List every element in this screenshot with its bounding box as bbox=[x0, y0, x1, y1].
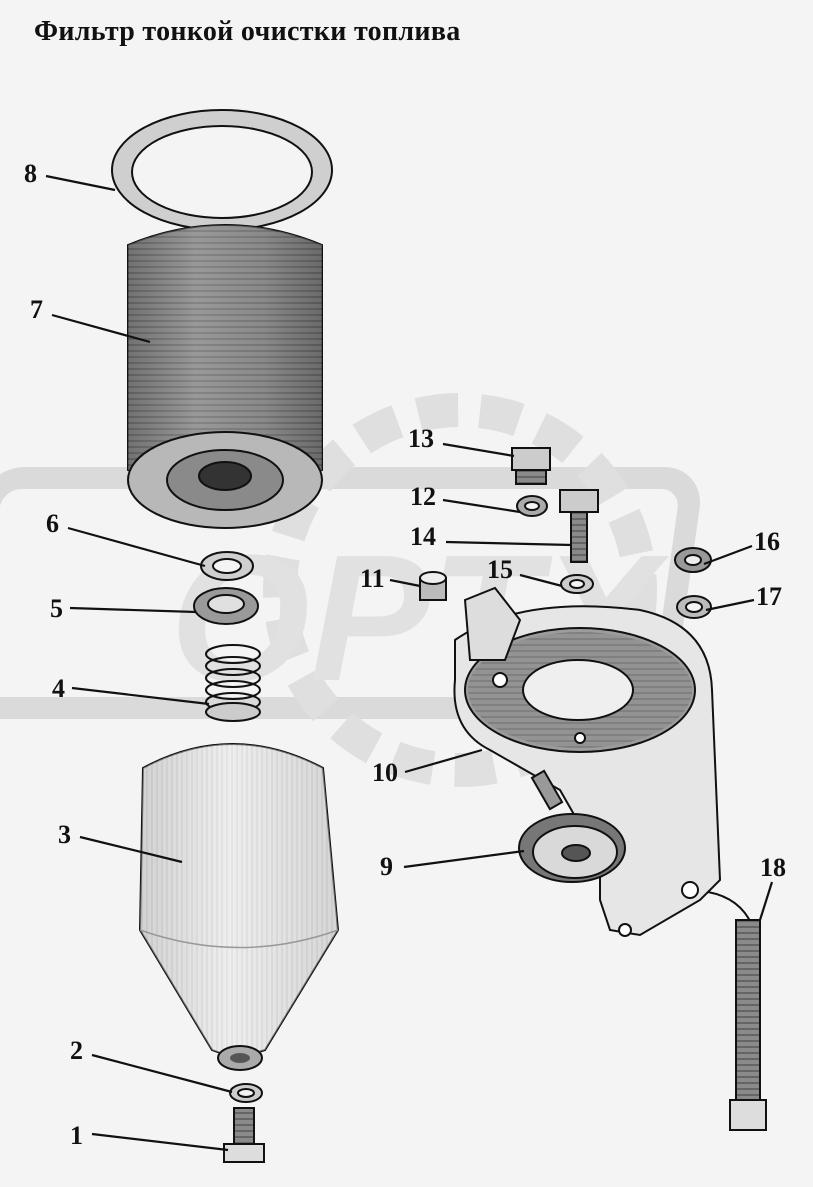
label-part-10: 10 bbox=[372, 758, 398, 787]
label-part-14: 14 bbox=[410, 522, 436, 551]
part-labels: 8 7 6 5 4 3 2 1 9 10 11 12 13 14 15 16 1… bbox=[24, 159, 786, 1150]
part-5-spring-seat bbox=[193, 587, 259, 625]
label-part-8: 8 bbox=[24, 159, 37, 188]
label-part-12: 12 bbox=[410, 482, 436, 511]
page-title: Фильтр тонкой очистки топлива bbox=[34, 16, 461, 47]
part-13-bolt bbox=[511, 447, 551, 485]
label-part-7: 7 bbox=[30, 295, 43, 324]
label-part-13: 13 bbox=[408, 424, 434, 453]
label-part-17: 17 bbox=[756, 582, 782, 611]
part-4-spring bbox=[205, 644, 261, 722]
part-16-nut bbox=[674, 547, 712, 573]
part-2-washer bbox=[229, 1083, 263, 1103]
part-15-washer bbox=[560, 574, 594, 594]
part-7-filter-element bbox=[127, 224, 323, 529]
label-part-16: 16 bbox=[754, 527, 780, 556]
part-12-washer bbox=[516, 495, 548, 517]
label-part-6: 6 bbox=[46, 509, 59, 538]
label-part-18: 18 bbox=[760, 853, 786, 882]
label-part-5: 5 bbox=[50, 594, 63, 623]
label-part-11: 11 bbox=[360, 564, 385, 593]
label-part-3: 3 bbox=[58, 820, 71, 849]
label-part-1: 1 bbox=[70, 1121, 83, 1150]
part-11-plug bbox=[419, 571, 447, 601]
label-part-2: 2 bbox=[70, 1036, 83, 1065]
part-9-outlet-flange bbox=[518, 813, 626, 883]
part-8-sealing-ring bbox=[111, 109, 333, 231]
part-1-drain-bolt bbox=[223, 1107, 265, 1163]
part-3-filter-bowl bbox=[138, 743, 340, 1071]
label-part-4: 4 bbox=[52, 674, 65, 703]
part-10-filter-housing bbox=[453, 586, 722, 937]
part-6-washer bbox=[200, 551, 254, 581]
leader-lines bbox=[45, 174, 774, 1152]
part-17-lock-washer bbox=[676, 595, 712, 619]
label-part-15: 15 bbox=[487, 555, 513, 584]
label-part-9: 9 bbox=[380, 852, 393, 881]
part-18-long-bolt bbox=[707, 891, 767, 1131]
part-14-bolt bbox=[559, 489, 599, 563]
